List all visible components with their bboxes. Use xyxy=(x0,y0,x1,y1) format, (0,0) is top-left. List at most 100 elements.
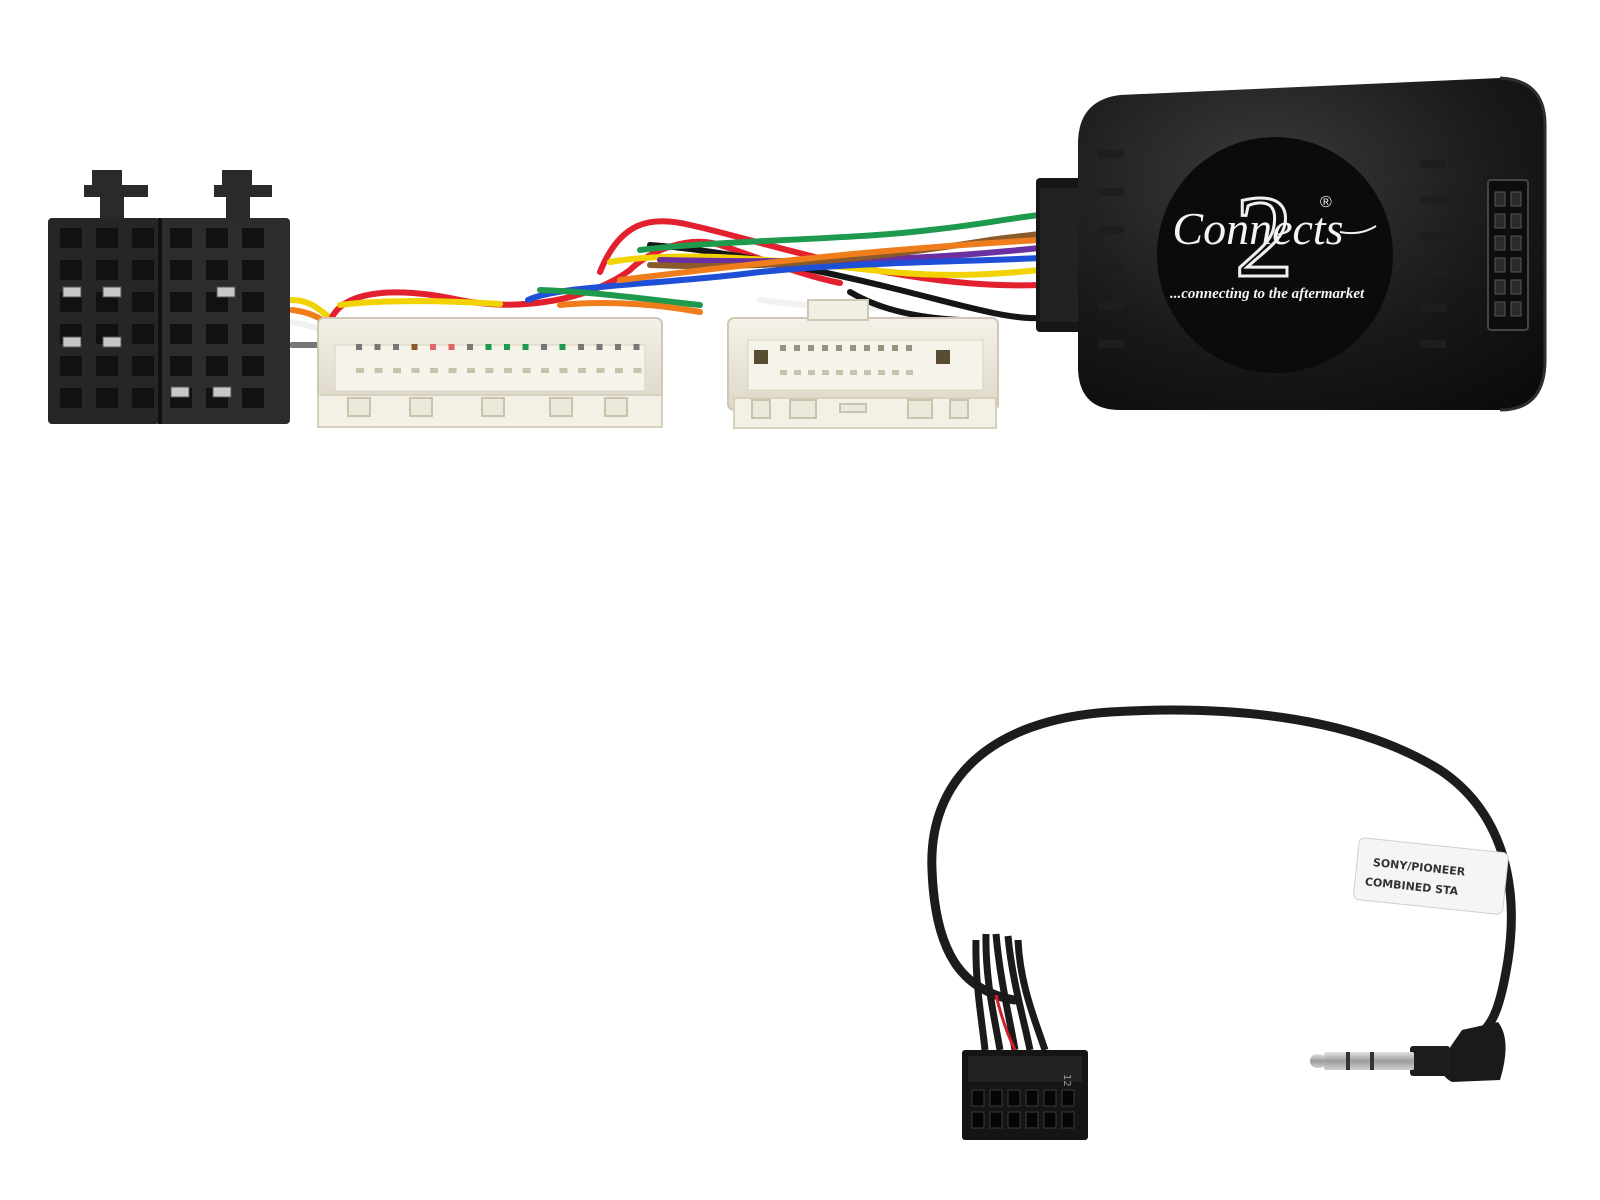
connector-pin xyxy=(541,344,547,350)
logo-script: Connects xyxy=(1172,203,1343,254)
connector-pin xyxy=(794,345,800,351)
connector-pin xyxy=(906,370,913,375)
connector-pin xyxy=(633,344,640,350)
iso-terminal xyxy=(102,336,122,348)
iso-cavity xyxy=(206,356,228,376)
connector-pin xyxy=(836,345,842,351)
iso-cavity xyxy=(96,356,118,376)
connector-pin xyxy=(836,370,843,375)
module-port-cavity xyxy=(1510,279,1522,295)
iso-cavity xyxy=(96,388,118,408)
lead-cable xyxy=(927,705,1516,1045)
lead-connector-cavity xyxy=(971,1111,985,1129)
module-rib xyxy=(1098,340,1124,348)
connector-pin xyxy=(578,344,584,350)
connector-pin xyxy=(892,345,898,351)
connector-pin xyxy=(485,344,492,350)
wire-green-short xyxy=(537,287,703,308)
connector-pin xyxy=(794,370,801,375)
wire-orange-module xyxy=(617,237,1043,283)
iso-cavity xyxy=(242,292,264,312)
module-rib xyxy=(1098,188,1124,196)
logo-swoosh xyxy=(1339,225,1377,235)
logo-numeral: 2 xyxy=(1235,171,1294,302)
lead-connector-cavity xyxy=(1061,1089,1075,1107)
module-port-cavity xyxy=(1510,213,1522,229)
module-rib xyxy=(1098,226,1124,234)
iso-cavity xyxy=(60,388,82,408)
iso-cavity xyxy=(242,260,264,280)
lead-connector-cavity xyxy=(971,1089,985,1107)
lead-connector-cavity xyxy=(1043,1089,1057,1107)
module-rib xyxy=(1098,264,1124,272)
module-port-cavity xyxy=(1510,257,1522,273)
logo-registered-mark: ® xyxy=(1320,194,1332,211)
module-port-cavity xyxy=(1494,235,1506,251)
lead-label: SONY/PIONEER COMBINED STA xyxy=(1353,837,1509,915)
iso-cavity xyxy=(206,228,228,248)
connector-pin xyxy=(467,368,475,373)
logo-tagline: ...connecting to the aftermarket xyxy=(1170,286,1365,302)
connector-pin xyxy=(559,344,566,350)
module-rib xyxy=(1420,340,1446,348)
connector-pin xyxy=(615,344,621,350)
module-port-cavity xyxy=(1494,257,1506,273)
connector-pin xyxy=(892,370,899,375)
iso-cavity xyxy=(242,388,264,408)
wire-yellow-left xyxy=(337,298,503,308)
module-port-cavity xyxy=(1510,191,1522,207)
lead-connector-cavity xyxy=(1007,1111,1021,1129)
connector-pin xyxy=(430,344,436,350)
wire-yellow-iso xyxy=(289,297,333,321)
module-port-cavity xyxy=(1510,235,1522,251)
lead-12pin-connector: 12 xyxy=(962,1050,1088,1140)
wire-green-module xyxy=(637,212,1043,253)
module-rib xyxy=(1420,268,1446,276)
iso-terminal xyxy=(102,286,122,298)
module-side-ribs xyxy=(1098,150,1446,348)
connector-pin xyxy=(878,370,885,375)
connector-pin xyxy=(504,368,512,373)
iso-cavity xyxy=(206,260,228,280)
iso-cavity xyxy=(132,388,154,408)
connector-pin xyxy=(541,368,549,373)
connector-pin xyxy=(850,370,857,375)
iso-cavity xyxy=(206,324,228,344)
connector-pin xyxy=(864,370,871,375)
connector-pin xyxy=(906,345,912,351)
lead-connector-cavity xyxy=(989,1111,1003,1129)
connector-pin xyxy=(448,344,455,350)
lead-connector-cavity xyxy=(989,1089,1003,1107)
connector-pin xyxy=(808,345,814,351)
connector-pin xyxy=(780,370,787,375)
module-port-cavity xyxy=(1494,279,1506,295)
iso-cavity xyxy=(242,356,264,376)
connector-pin xyxy=(559,368,568,373)
connector-pin xyxy=(393,344,399,350)
connector-pin xyxy=(356,368,364,373)
iso-terminal xyxy=(170,386,190,398)
module-port-cavity xyxy=(1494,301,1506,317)
iso-cavity xyxy=(132,260,154,280)
module-port-cavity xyxy=(1510,301,1522,317)
connector-pin xyxy=(578,368,586,373)
iso-connector xyxy=(48,170,290,424)
connector-pin xyxy=(467,344,473,350)
vehicle-connector-small xyxy=(727,299,999,429)
wire-harness xyxy=(289,212,1043,348)
connector-pin xyxy=(596,344,603,350)
connector-pin xyxy=(878,345,884,351)
wire-black-module xyxy=(647,242,1043,322)
iso-cavity xyxy=(242,324,264,344)
connector-pin xyxy=(822,370,829,375)
iso-cavity xyxy=(170,228,192,248)
iso-cavity xyxy=(132,228,154,248)
module-port-pins xyxy=(1494,191,1522,317)
connector-pin xyxy=(850,345,856,351)
module-rib xyxy=(1420,232,1446,240)
iso-terminal xyxy=(212,386,232,398)
iso-cavity xyxy=(242,228,264,248)
wire-purple-module xyxy=(657,245,1043,265)
lead-connector-pin-number: 12 xyxy=(1061,1074,1072,1087)
vehicle-connector-large xyxy=(317,317,663,428)
